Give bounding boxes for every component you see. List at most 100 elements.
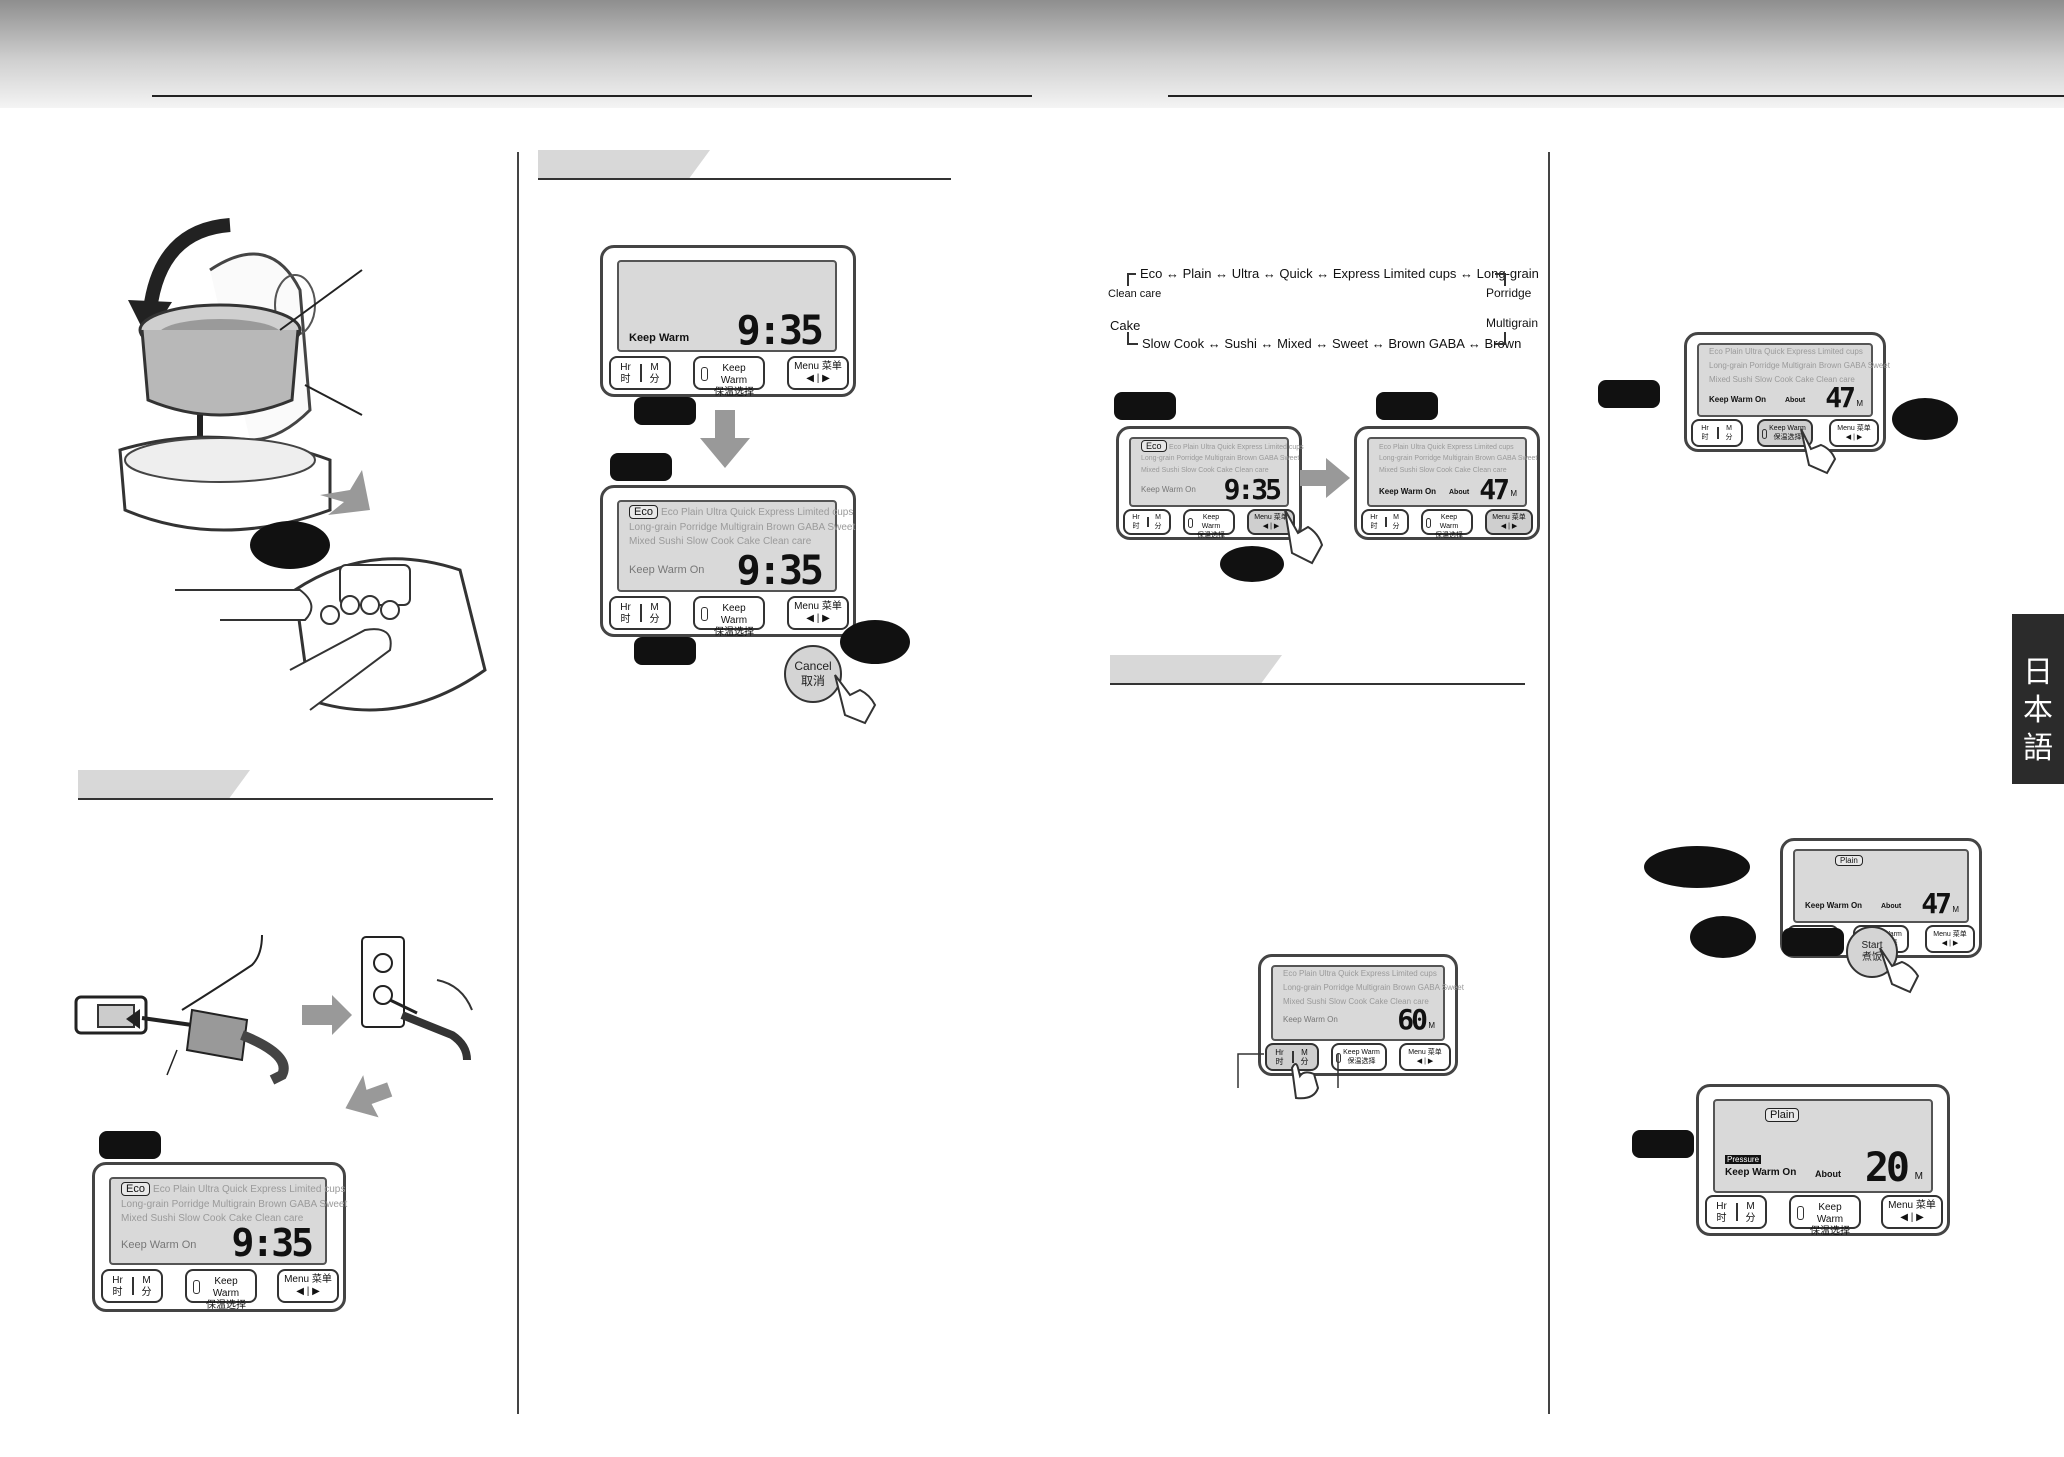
- menu-row: Mixed Sushi Slow Cook Cake Clean care: [1709, 375, 1855, 384]
- finger-press-icon: [1800, 428, 1837, 475]
- step-badge: [1644, 846, 1750, 888]
- keep-warm-indicator: Keep Warm On: [121, 1239, 197, 1251]
- keep-warm-indicator: Keep Warm On: [629, 564, 705, 576]
- keep-warm-indicator: Keep Warm: [629, 332, 690, 344]
- menu-row: Eco Plain Ultra Quick Express Limited cu…: [1169, 444, 1304, 451]
- lcd-display: Plain Keep Warm On About 47 M: [1793, 849, 1969, 923]
- menu-cycle-item: Multigrain: [1486, 316, 1539, 330]
- menu-cycle-item: Clean care: [1108, 288, 1162, 300]
- menu-row: Eco Plain Ultra Quick Express Limited cu…: [1379, 444, 1514, 451]
- time-display: 47: [1921, 887, 1952, 920]
- lcd-display: Keep Warm 9:35: [617, 260, 837, 354]
- menu-row: Long-grain Porridge Multigrain Brown GAB…: [1379, 455, 1538, 462]
- power-cord-illustration: [74, 934, 473, 1118]
- step-badge: [1598, 380, 1660, 408]
- time-display: 47: [1825, 381, 1856, 414]
- menu-row: Mixed Sushi Slow Cook Cake Clean care: [629, 536, 812, 547]
- finger-press-icon: [1879, 947, 1920, 994]
- control-panel: Eco Eco Plain Ultra Quick Express Limite…: [1116, 426, 1304, 540]
- lcd-display: Eco Eco Plain Ultra Quick Express Limite…: [109, 1177, 347, 1265]
- menu-row: Mixed Sushi Slow Cook Cake Clean care: [1379, 467, 1507, 474]
- lcd-display: Eco Eco Plain Ultra Quick Express Limite…: [617, 500, 855, 594]
- menu-row: Eco Plain Ultra Quick Express Limited cu…: [1283, 969, 1437, 978]
- lcd-display: Eco Plain Ultra Quick Express Limited cu…: [1367, 437, 1537, 507]
- menu-button[interactable]: Menu 菜单◀ | ▶: [1829, 419, 1879, 447]
- keep-warm-indicator: Keep Warm On: [1283, 1015, 1338, 1024]
- time-display: 9:35: [1223, 473, 1282, 506]
- menu-cycle-item: Cake: [1110, 318, 1141, 333]
- finger-press-icon: [834, 674, 877, 725]
- menu-button[interactable]: Menu 菜单◀ | ▶: [1399, 1043, 1451, 1071]
- section-tab: [538, 150, 951, 180]
- about-label: About: [1815, 1169, 1841, 1179]
- menu-cycle-top: Eco ↔ Plain ↔ Ultra ↔ Quick ↔ Express Li…: [1140, 266, 1539, 281]
- header-rule-left: [152, 95, 1032, 97]
- control-panel: Eco Eco Plain Ultra Quick Express Limite…: [600, 485, 856, 638]
- keep-warm-indicator: Keep Warm On: [1805, 901, 1863, 910]
- unit-label: M: [1856, 399, 1863, 408]
- down-arrow-icon: [700, 410, 750, 468]
- menu-button[interactable]: Menu 菜单◀ | ▶: [787, 356, 849, 390]
- control-panel: Eco Plain Ultra Quick Express Limited cu…: [1258, 954, 1464, 1076]
- menu-row: Eco Plain Ultra Quick Express Limited cu…: [153, 1184, 346, 1195]
- keep-warm-indicator: Keep Warm On: [1379, 487, 1437, 496]
- keep-warm-indicator: Keep Warm On: [1141, 485, 1196, 494]
- menu-button[interactable]: Menu 菜单◀ | ▶: [277, 1269, 339, 1303]
- time-display: 9:35: [736, 548, 824, 594]
- menu-row: Long-grain Porridge Multigrain Brown GAB…: [629, 522, 856, 533]
- unit-label: M: [1952, 905, 1959, 914]
- unit-label: M: [1914, 1171, 1923, 1182]
- about-label: About: [1881, 903, 1902, 910]
- step-badge: [1892, 398, 1958, 440]
- lcd-display: Plain Pressure Keep Warm On About 20 M: [1713, 1099, 1933, 1193]
- rice-cooker-illustration: [118, 218, 487, 712]
- step-badge: [840, 620, 910, 664]
- menu-row: Long-grain Porridge Multigrain Brown GAB…: [121, 1199, 348, 1210]
- finger-press-icon: [1284, 509, 1324, 565]
- column-divider: [517, 152, 519, 1414]
- menu-cycle-bottom: Slow Cook ↔ Sushi ↔ Mixed ↔ Sweet ↔ Brow…: [1142, 336, 1522, 351]
- keep-warm-indicator: Keep Warm On: [1725, 1167, 1797, 1178]
- menu-button[interactable]: Menu 菜单◀ | ▶: [787, 596, 849, 630]
- menu-row: Long-grain Porridge Multigrain Brown GAB…: [1709, 361, 1890, 370]
- lcd-display: Eco Eco Plain Ultra Quick Express Limite…: [1129, 437, 1304, 507]
- menu-button[interactable]: Menu 菜单◀ | ▶: [1485, 509, 1533, 535]
- menu-row: Long-grain Porridge Multigrain Brown GAB…: [1283, 983, 1464, 992]
- menu-button[interactable]: Menu 菜单◀ | ▶: [1925, 925, 1975, 953]
- finger-press-icon: [1237, 1053, 1339, 1100]
- step-badge: [610, 453, 672, 481]
- step-badge: [634, 397, 696, 425]
- menu-row: Eco Plain Ultra Quick Express Limited cu…: [661, 507, 854, 518]
- about-label: About: [1449, 489, 1470, 496]
- pressure-indicator: Pressure: [1725, 1155, 1762, 1164]
- step-badge: [1632, 1130, 1694, 1158]
- keep-warm-indicator: Keep Warm On: [1709, 395, 1767, 404]
- step-badge: [1782, 928, 1844, 956]
- step-badge: [1376, 392, 1438, 420]
- time-display: 47: [1479, 473, 1510, 506]
- selected-menu: Plain: [1835, 855, 1863, 866]
- control-panel: Eco Plain Ultra Quick Express Limited cu…: [1354, 426, 1540, 540]
- selected-menu: Plain: [1765, 1108, 1800, 1122]
- language-tab: 日本語: [2012, 614, 2064, 784]
- menu-button[interactable]: Menu 菜单◀ | ▶: [1881, 1195, 1943, 1229]
- step-badge: [1690, 916, 1756, 958]
- time-display: 60: [1397, 1003, 1428, 1036]
- control-panel: Eco Eco Plain Ultra Quick Express Limite…: [92, 1131, 347, 1312]
